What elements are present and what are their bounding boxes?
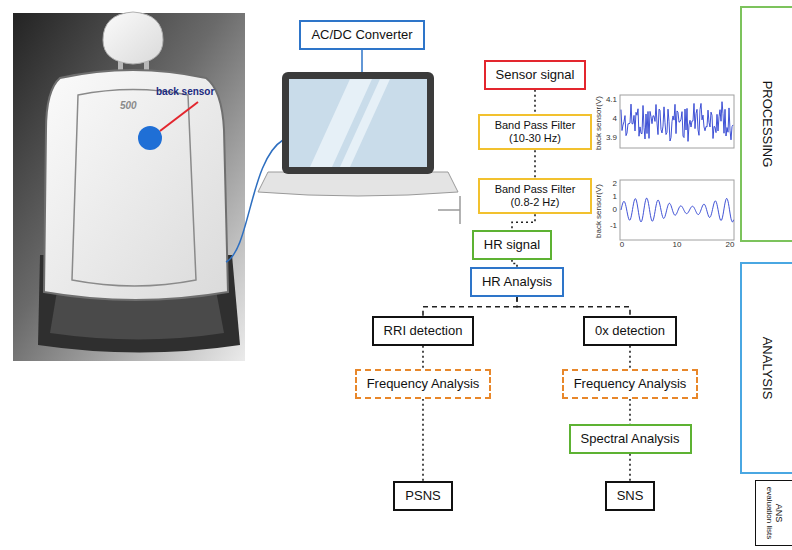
- signal-box: HR signal: [472, 230, 552, 260]
- node-text: AC/DC Converter: [311, 27, 412, 43]
- rotated-text: ANSevaluation lists: [764, 487, 784, 539]
- output-box: PSNS: [393, 481, 452, 511]
- detection-box: 0x detection: [583, 316, 677, 346]
- backrest: [44, 70, 228, 300]
- node-text: RRI detection: [384, 323, 463, 339]
- flow-connector: [517, 297, 630, 316]
- signal-box: Sensor signal: [484, 60, 587, 90]
- laptop-screen-frame: [282, 72, 434, 174]
- axis-label: back sensor(V): [595, 96, 604, 150]
- tick-label: 2: [613, 180, 617, 189]
- section-bracket: ANSevaluation lists: [755, 480, 792, 546]
- filter-box: Band Pass Filter (0.8-2 Hz): [478, 178, 592, 214]
- tick-label: 10: [673, 241, 682, 250]
- node-text: ANS: [773, 487, 783, 539]
- converter-box: AC/DC Converter: [299, 20, 424, 50]
- data-wire: [459, 196, 461, 224]
- flow-connector: [422, 399, 424, 481]
- flow-connector: [629, 346, 631, 369]
- tick-label: 20: [726, 241, 735, 250]
- node-text: PROCESSING: [760, 81, 775, 168]
- tick-label: 4: [613, 115, 617, 124]
- flow-connector: [629, 399, 631, 424]
- node-text: 0x detection: [595, 323, 665, 339]
- tick-label: 3.9: [606, 134, 617, 143]
- flow-connector: [422, 346, 424, 369]
- screen-glare: [340, 79, 390, 167]
- node-text: HR Analysis: [482, 274, 552, 290]
- flow-connector: [534, 150, 536, 178]
- tick-label: 1: [613, 193, 617, 202]
- laptop-screen: [289, 79, 427, 167]
- sensor-dot: [138, 126, 162, 150]
- node-text: evaluation lists: [764, 487, 773, 539]
- flow-connector: [534, 90, 536, 114]
- node-text: PSNS: [405, 488, 440, 504]
- section-bracket: PROCESSING: [740, 6, 792, 242]
- node-text: SNS: [617, 488, 644, 504]
- tick-label: 0: [613, 206, 617, 215]
- rotated-text: PROCESSING: [760, 81, 775, 168]
- frequency-box: Frequency Analysis: [355, 369, 492, 399]
- plot-frame: [620, 95, 734, 148]
- laptop-base: [258, 172, 458, 196]
- power-wire: [361, 50, 363, 72]
- flow-connector: [512, 260, 517, 267]
- photo-background: [13, 13, 245, 361]
- axis-label: back sensor(V): [595, 184, 604, 238]
- node-text: Sensor signal: [496, 67, 575, 83]
- node-text: HR signal: [484, 237, 540, 253]
- node-text: Frequency Analysis: [367, 376, 480, 392]
- plot-frame: [620, 180, 734, 240]
- tick-label: -1: [610, 222, 617, 231]
- sensor-wire: [226, 140, 283, 262]
- leader-line: [160, 102, 198, 131]
- node-text: Frequency Analysis: [574, 376, 687, 392]
- frequency-box: Frequency Analysis: [562, 369, 699, 399]
- signal-trace: [621, 198, 734, 222]
- logo-text: 500: [120, 100, 137, 111]
- node-text: Band Pass Filter (10-30 Hz): [484, 119, 586, 145]
- filter-box: Band Pass Filter (10-30 Hz): [478, 114, 592, 150]
- part-label: back sensor: [156, 86, 214, 97]
- data-wire: [438, 209, 460, 211]
- flow-connector: [423, 297, 517, 316]
- signal-trace: [621, 102, 733, 142]
- headrest: [103, 12, 163, 64]
- tick-label: 4.1: [606, 96, 617, 105]
- rotated-text: ANALYSIS: [760, 337, 775, 400]
- node-text: ANALYSIS: [760, 337, 775, 400]
- analysis-box: HR Analysis: [470, 267, 564, 297]
- tick-label: 0: [620, 241, 624, 250]
- output-box: SNS: [605, 481, 656, 511]
- flow-connector: [512, 214, 535, 230]
- detection-box: RRI detection: [372, 316, 475, 346]
- node-text: Band Pass Filter (0.8-2 Hz): [484, 183, 586, 209]
- flow-connector: [629, 454, 631, 481]
- spectral-box: Spectral Analysis: [569, 424, 692, 454]
- node-text: Spectral Analysis: [581, 431, 680, 447]
- section-bracket: ANALYSIS: [740, 262, 792, 474]
